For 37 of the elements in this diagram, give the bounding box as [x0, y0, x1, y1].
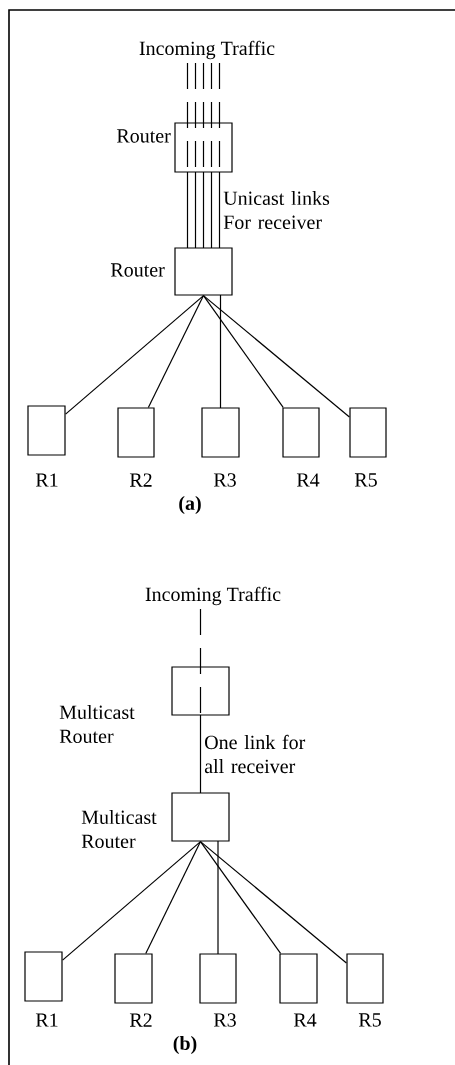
link-line: [199, 841, 347, 964]
link-line: [199, 608, 202, 716]
edge-label: Unicast links For receiver: [222, 189, 337, 231]
node-label: R2: [129, 1013, 152, 1027]
link-line: [147, 295, 205, 408]
link-line: [218, 171, 221, 249]
link-line: [202, 295, 284, 408]
link-line: [199, 841, 282, 954]
link-line: [65, 295, 205, 415]
link-line: [194, 171, 197, 249]
node-label: Multicast Router: [81, 809, 157, 849]
node-text: Incoming Traffic: [145, 586, 281, 606]
node-text: Incoming Traffic: [139, 40, 275, 60]
panel-caption: (a): [179, 495, 201, 515]
node-label: R3: [213, 1013, 236, 1027]
panel-caption: (b): [173, 1035, 197, 1055]
link-line: [202, 171, 205, 249]
link-line: [186, 171, 189, 249]
edge-label: One link for all receiver: [203, 733, 318, 775]
node-label: Multicast Router: [59, 704, 135, 744]
node-label: R5: [358, 1013, 381, 1027]
node-label: R1: [35, 1013, 58, 1027]
link-line: [217, 840, 219, 955]
node-label: Router: [110, 263, 165, 277]
link-line: [145, 841, 202, 954]
link-line: [219, 294, 222, 409]
node-label: R2: [129, 473, 152, 487]
node-label: R3: [213, 473, 236, 487]
node-label: R1: [35, 473, 58, 487]
node-label: R4: [293, 1013, 317, 1027]
link-line: [202, 295, 350, 418]
link-line: [199, 714, 202, 794]
link-line: [210, 171, 213, 249]
link-line: [62, 841, 202, 961]
node-label: Router: [116, 129, 171, 143]
node-label: R4: [296, 473, 320, 487]
node-label: R5: [354, 473, 377, 487]
